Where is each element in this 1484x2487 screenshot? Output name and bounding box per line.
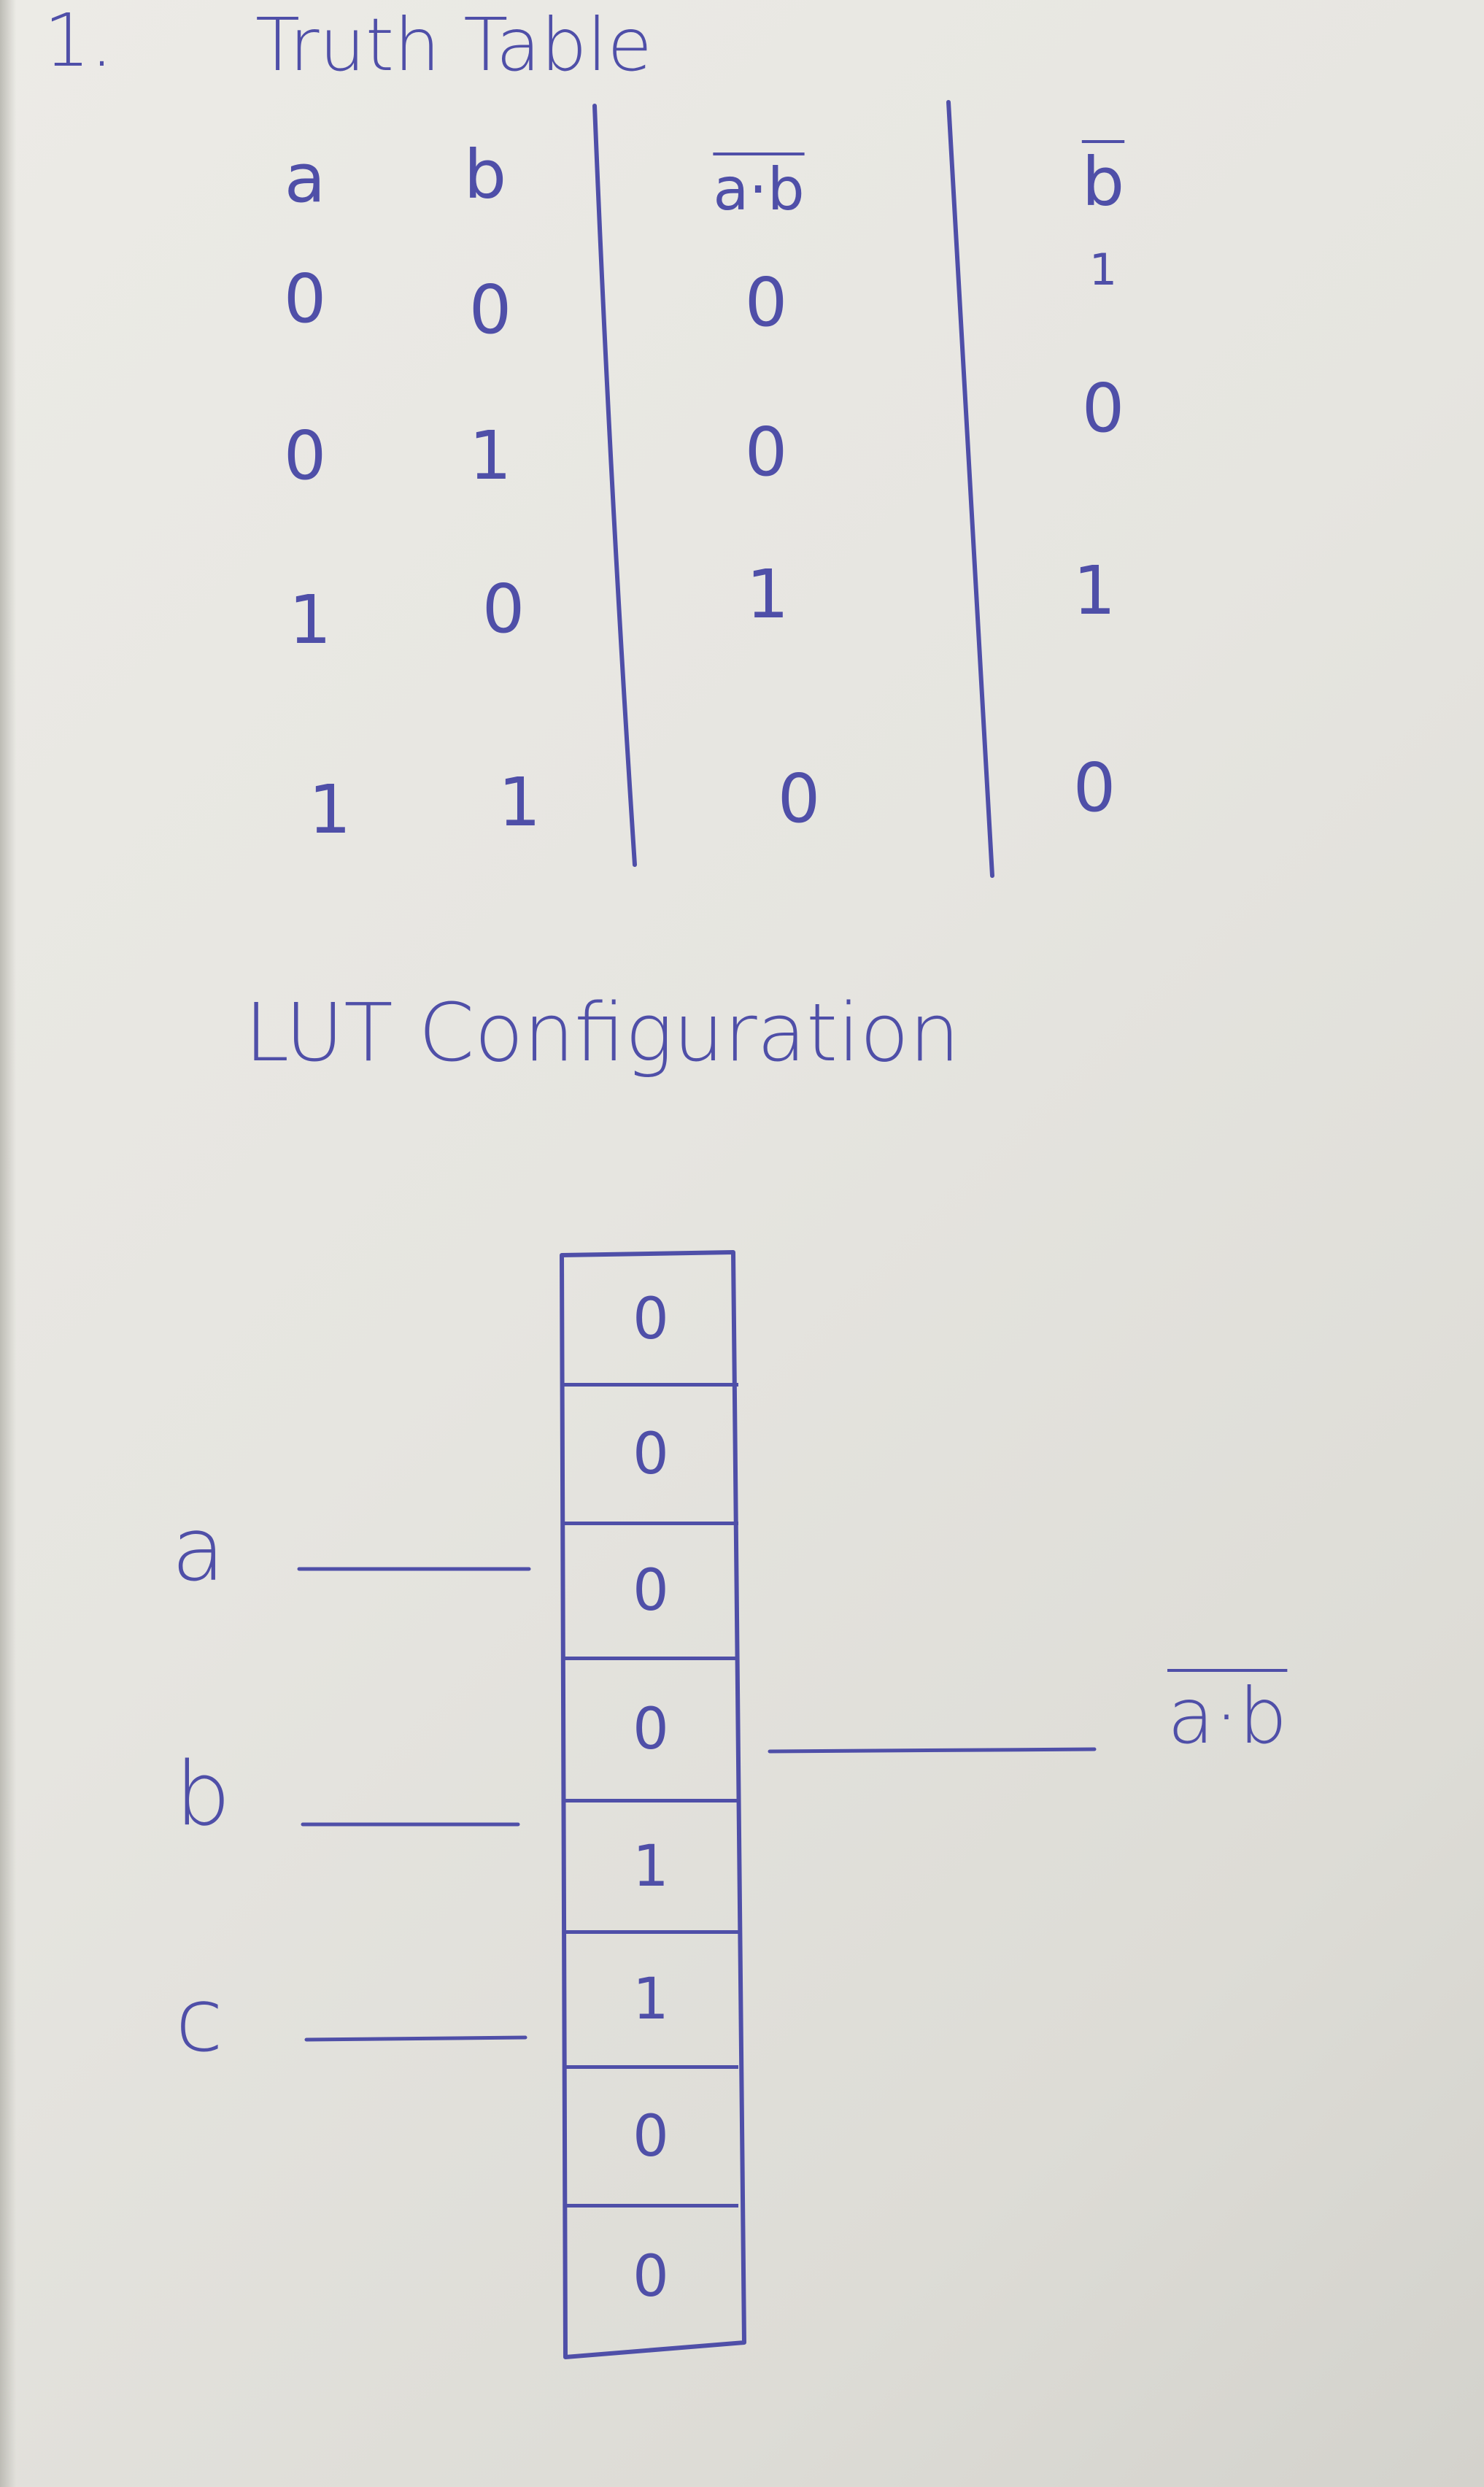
lut-cell-value: 0 [633, 1558, 669, 1624]
lut-cell-value: 0 [633, 2103, 669, 2170]
lut-cell-value: 0 [633, 1697, 669, 1762]
lut-configuration-title: LUT Configuration [244, 986, 960, 1079]
truth-table-cell: 0 [1073, 749, 1116, 827]
lut-cell: 0 [563, 1387, 738, 1525]
truth-table-header-a-and-not-b: a·b [713, 155, 805, 223]
lut-lines [297, 1250, 1097, 2359]
lut-input-label-b: b [175, 1744, 231, 1846]
truth-table-title: Truth Table [255, 2, 652, 88]
problem-number: 1. [44, 0, 114, 83]
lut-diagram: 0 0 0 0 1 1 0 0 a b c a·b [0, 1241, 1484, 2379]
lut-cell-value: 0 [633, 2244, 669, 2310]
truth-table-cell: 0 [744, 413, 788, 491]
truth-table-cell: 1 [308, 771, 352, 849]
truth-table-cell: 0 [283, 260, 327, 338]
lut-cell-value: 0 [633, 1421, 669, 1487]
lut-memory-column: 0 0 0 0 1 1 0 0 [563, 1255, 742, 2350]
truth-table-dividers [592, 100, 994, 878]
lut-output-label: a·b [1167, 1672, 1288, 1761]
truth-table-cell: 0 [777, 760, 821, 838]
truth-table-cell: 1 [1073, 552, 1116, 630]
lut-cell-value: 1 [633, 1967, 669, 2032]
truth-table-cell: 0 [482, 570, 525, 648]
truth-table-cell: 0 [468, 271, 512, 349]
truth-table-cell: 1 [746, 555, 789, 633]
lut-input-label-c: c [175, 1970, 223, 2072]
truth-table-cell: 1 [468, 417, 512, 495]
lut-cell: 0 [563, 1525, 738, 1660]
truth-table-cell: 0 [283, 417, 327, 495]
truth-table: a b a·b b 0 0 0 1 0 1 0 0 1 0 1 1 1 1 0 … [0, 0, 1484, 912]
truth-table-cell: 1 [498, 763, 541, 841]
truth-table-cell: 0 [744, 263, 788, 342]
page-edge-shadow [0, 0, 16, 2487]
lut-cell: 0 [563, 1255, 738, 1387]
lut-input-label-a: a [171, 1500, 225, 1601]
truth-table-cell: 0 [1081, 369, 1125, 447]
lut-cell: 0 [563, 2208, 738, 2346]
truth-table-cell: 1 [288, 581, 332, 659]
truth-table-header-a: a [284, 139, 326, 217]
lut-cell-value: 1 [633, 1833, 669, 1900]
lut-cell: 0 [563, 1660, 738, 1802]
lut-cell: 0 [563, 2069, 738, 2208]
lut-cell: 1 [563, 1934, 738, 2069]
truth-table-header-not-b: b [1081, 143, 1125, 221]
truth-table-cell: 1 [1089, 244, 1118, 296]
truth-table-header-b: b [463, 136, 507, 214]
lut-cell: 1 [563, 1802, 738, 1934]
lut-cell-value: 0 [633, 1286, 669, 1352]
